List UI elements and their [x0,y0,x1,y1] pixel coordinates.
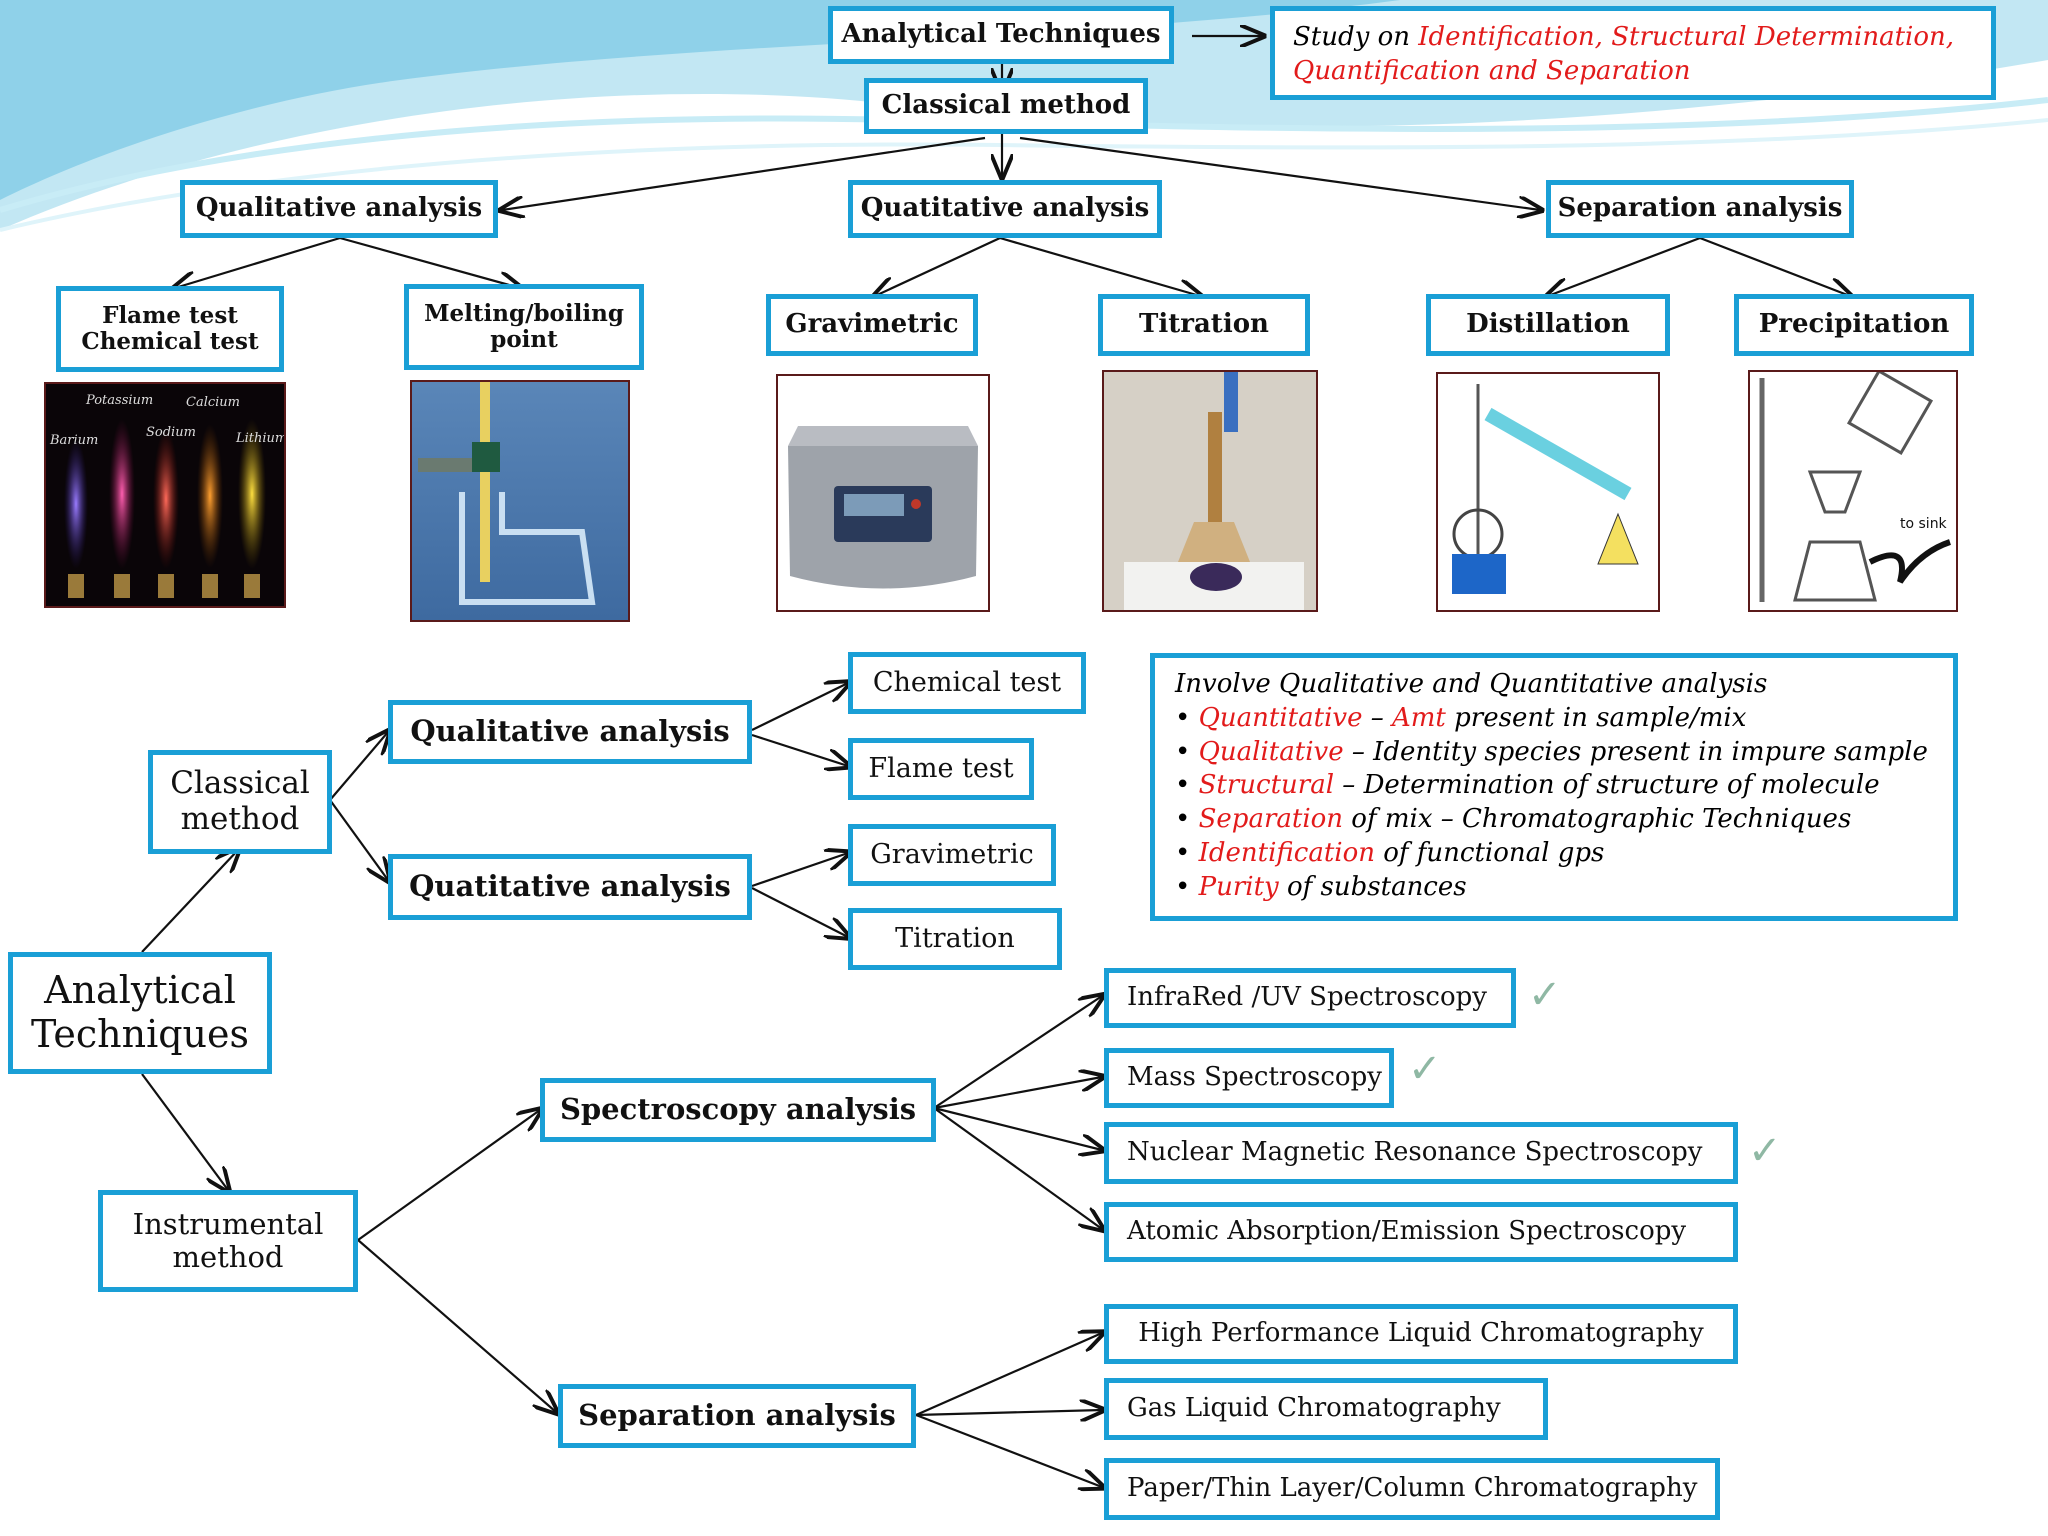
term-separation: Separation [1199,804,1343,834]
spec-item-infrared-uv: InfraRed /UV Spectroscopy [1104,968,1516,1028]
top-root-analytical-techniques: Analytical Techniques [828,6,1174,64]
balance-photo [776,374,990,612]
item-rest: present in sample/mix [1446,703,1746,733]
study-scope-box: Study on Identification, Structural Dete… [1270,6,1996,100]
top-qualitative-analysis: Qualitative analysis [180,180,498,238]
top-flame-chemical-test: Flame test Chemical test [56,286,284,372]
spec-item-nmr: Nuclear Magnetic Resonance Spectroscopy [1104,1122,1738,1184]
study-prefix: Study on [1293,22,1418,52]
bullet: • [1175,872,1199,902]
bottom-classical-method: Classical method [148,750,332,854]
term-identification: Identification [1199,838,1375,868]
bottom-root-analytical-techniques: Analytical Techniques [8,952,272,1074]
item-text: of mix – Chromatographic Techniques [1343,804,1851,834]
involve-summary-box: Involve Qualitative and Quantitative ana… [1150,653,1958,921]
item-sep: – [1362,703,1392,733]
spec-item-atomic: Atomic Absorption/Emission Spectroscopy [1104,1202,1738,1262]
item-text: – Determination of structure of molecule [1334,770,1880,800]
flame-label-sodium: Sodium [146,425,196,440]
bullet: • [1175,838,1199,868]
titration-photo [1102,370,1318,612]
study-structural: Structural Determination, [1611,22,1954,52]
bullet: • [1175,703,1199,733]
top-quantitative-analysis: Quatitative analysis [848,180,1162,238]
study-quantification: Quantification and Separation [1293,56,1691,86]
sep-item-hplc: High Performance Liquid Chromatography [1104,1304,1738,1364]
term-quantitative: Quantitative [1199,703,1363,733]
sep-item-glc: Gas Liquid Chromatography [1104,1378,1548,1440]
flame-label-barium: Barium [49,433,98,448]
term-amt: Amt [1392,703,1446,733]
check-icon-nmr: ✓ [1748,1128,1782,1174]
involve-item: • Separation of mix – Chromatographic Te… [1175,803,1933,837]
melting-point-photo [410,380,630,622]
bottom-chemical-test: Chemical test [848,652,1086,714]
top-melting-boiling-point: Melting/boiling point [404,284,644,370]
item-text: – Identity species present in impure sam… [1344,737,1928,767]
bottom-spectroscopy-analysis: Spectroscopy analysis [540,1078,936,1142]
term-purity: Purity [1199,872,1279,902]
item-text: of functional gps [1375,838,1604,868]
flame-label-lithium: Lithium [235,431,284,446]
flame-label-potassium: Potassium [85,393,153,408]
filtration-photo: to sink [1748,370,1958,612]
bottom-gravimetric: Gravimetric [848,824,1056,886]
flame-test-photo: Potassium Calcium Barium Sodium Lithium [44,382,286,608]
spec-item-mass: Mass Spectroscopy [1104,1048,1394,1108]
involve-item: • Identification of functional gps [1175,837,1933,871]
involve-heading: Involve Qualitative and Quantitative ana… [1175,668,1933,702]
filtration-illustration: to sink [1750,372,1956,610]
involve-item: • Structural – Determination of structur… [1175,769,1933,803]
check-icon-infrared: ✓ [1528,972,1562,1018]
check-icon-mass: ✓ [1408,1046,1442,1092]
bottom-separation-analysis: Separation analysis [558,1384,916,1448]
term-qualitative: Qualitative [1199,737,1344,767]
involve-item: • Purity of substances [1175,871,1933,905]
involve-item: • Quantitative – Amt present in sample/m… [1175,702,1933,736]
bullet: • [1175,804,1199,834]
bottom-qualitative-analysis: Qualitative analysis [388,700,752,764]
term-structural: Structural [1199,770,1334,800]
top-distillation: Distillation [1426,294,1670,356]
distillation-photo [1436,372,1660,612]
bullet: • [1175,770,1199,800]
top-separation-analysis: Separation analysis [1546,180,1854,238]
bottom-instrumental-method: Instrumental method [98,1190,358,1292]
item-text: of substances [1279,872,1467,902]
top-titration: Titration [1098,294,1310,356]
titration-illustration [1104,372,1316,610]
flame-test-illustration: Potassium Calcium Barium Sodium Lithium [46,384,284,606]
bottom-quantitative-analysis: Quatitative analysis [388,854,752,920]
bottom-titration: Titration [848,908,1062,970]
top-precipitation: Precipitation [1734,294,1974,356]
flame-label-calcium: Calcium [186,395,240,410]
balance-illustration [778,376,988,610]
top-classical-method: Classical method [864,78,1148,134]
involve-item: • Qualitative – Identity species present… [1175,736,1933,770]
distillation-illustration [1438,374,1658,610]
study-comma: , [1595,22,1612,52]
melting-point-illustration [412,382,628,620]
study-identification: Identification [1418,22,1594,52]
to-sink-label: to sink [1900,516,1948,532]
bottom-flame-test: Flame test [848,738,1034,800]
sep-item-paper-tlc-column: Paper/Thin Layer/Column Chromatography [1104,1458,1720,1520]
bullet: • [1175,737,1199,767]
top-gravimetric: Gravimetric [766,294,978,356]
